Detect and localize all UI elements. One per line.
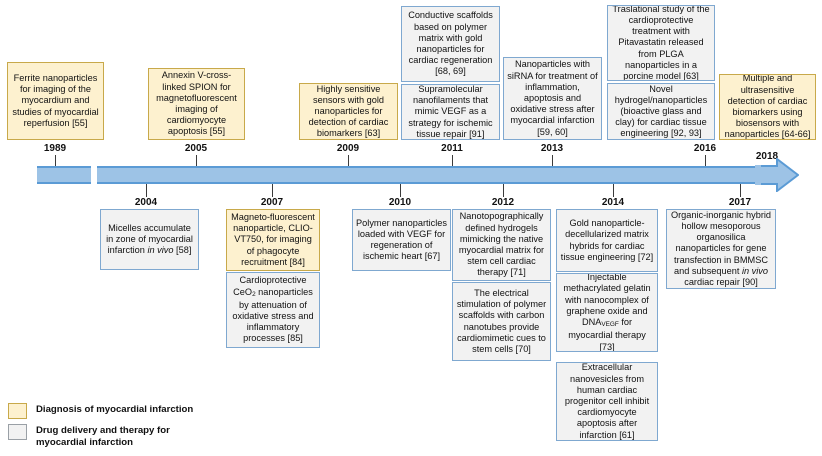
event-box-2013[interactable]: Nanoparticles with siRNA for treatment o… [503,57,602,140]
year-label-2005: 2005 [184,143,208,154]
event-box-text: Gold nanoparticle-decellularized matrix … [560,218,654,262]
legend-item-diagnosis: Diagnosis of myocardial infarction [8,403,308,419]
year-label-2012: 2012 [491,197,515,208]
event-box-2010[interactable]: Polymer nanoparticles loaded with VEGF f… [352,209,451,271]
legend: Diagnosis of myocardial infarction Drug … [8,403,308,453]
event-box-text: Supramolecular nanofilaments that mimic … [408,84,493,139]
event-box-text: Magneto-fluorescent nanoparticle, CLIO-V… [231,212,315,267]
event-box-text: Cardioprotective CeO2 nanoparticles by a… [232,275,314,344]
tick-2017 [740,184,741,197]
event-box-text: Traslational study of the cardioprotecti… [612,5,710,81]
event-box-text: Ferrite nanoparticles for imaging of the… [12,72,99,128]
event-box-text: Nanotopographically defined hydrogels mi… [458,211,545,278]
event-box-2014-c[interactable]: Extracellular nanovesicles from human ca… [556,362,658,441]
tick-2005 [196,155,197,168]
event-box-text: Nanoparticles with siRNA for treatment o… [507,59,598,137]
tick-2014 [613,184,614,197]
event-box-2005[interactable]: Annexin V-cross-linked SPION for magneto… [148,68,245,140]
event-box-2012-a[interactable]: Nanotopographically defined hydrogels mi… [452,209,551,281]
event-box-2011-b[interactable]: Supramolecular nanofilaments that mimic … [401,84,500,140]
tick-2010 [400,184,401,197]
event-box-text: Conductive scaffolds based on polymer ma… [408,10,493,77]
year-label-2017: 2017 [728,197,752,208]
event-box-text: Novel hydrogel/nanoparticles (bioactive … [614,83,708,139]
event-box-text: Highly sensitive sensors with gold nanop… [308,83,389,139]
event-box-text: Extracellular nanovesicles from human ca… [564,362,650,440]
year-label-2018: 2018 [755,151,779,162]
event-box-2012-b[interactable]: The electrical stimulation of polymer sc… [452,282,551,361]
event-box-2011-a[interactable]: Conductive scaffolds based on polymer ma… [401,6,500,82]
event-box-2004[interactable]: Micelles accumulate in zone of myocardia… [100,209,199,270]
legend-swatch-diagnosis [8,403,27,419]
event-box-2014-b[interactable]: Injectable methacrylated gelatin with na… [556,273,658,352]
event-box-text: Polymer nanoparticles loaded with VEGF f… [356,217,447,262]
event-box-2018[interactable]: Multiple and ultrasensitive detection of… [719,74,816,140]
year-label-2004: 2004 [134,197,158,208]
event-box-text: The electrical stimulation of polymer sc… [456,287,547,354]
year-label-2016: 2016 [693,143,717,154]
event-box-text: Multiple and ultrasensitive detection of… [724,74,811,140]
timeline-axis-segment-right [97,166,758,184]
year-label-2011: 2011 [441,143,463,154]
event-box-2007-a[interactable]: Magneto-fluorescent nanoparticle, CLIO-V… [226,209,320,271]
tick-1989 [55,155,56,168]
event-box-2007-b[interactable]: Cardioprotective CeO2 nanoparticles by a… [226,272,320,348]
event-box-2016-b[interactable]: Novel hydrogel/nanoparticles (bioactive … [607,83,715,140]
year-label-2010: 2010 [388,197,412,208]
event-box-text: Injectable methacrylated gelatin with na… [563,273,651,352]
tick-2004 [146,184,147,197]
year-label-2007: 2007 [260,197,284,208]
year-label-2009: 2009 [336,143,360,154]
year-label-1989: 1989 [43,143,67,154]
tick-2013 [552,155,553,168]
year-label-2013: 2013 [540,143,564,154]
event-box-text: Micelles accumulate in zone of myocardia… [106,222,193,256]
legend-swatch-drug-delivery [8,424,27,440]
event-box-2009[interactable]: Highly sensitive sensors with gold nanop… [299,83,398,140]
event-box-2016-a[interactable]: Traslational study of the cardioprotecti… [607,5,715,81]
event-box-text: Organic-inorganic hybrid hollow mesoporo… [670,209,772,288]
year-label-2014: 2014 [601,197,625,208]
event-box-2017[interactable]: Organic-inorganic hybrid hollow mesoporo… [666,209,776,289]
event-box-1989[interactable]: Ferrite nanoparticles for imaging of the… [7,62,104,140]
tick-2007 [272,184,273,197]
timeline-axis-segment-left [37,166,91,184]
timeline-arrow-head [755,158,799,192]
tick-2009 [348,155,349,168]
legend-label-diagnosis: Diagnosis of myocardial infarction [36,404,194,415]
tick-2011 [452,155,453,168]
tick-2016 [705,155,706,168]
event-box-text: Annexin V-cross-linked SPION for magneto… [156,70,237,137]
event-box-2014-a[interactable]: Gold nanoparticle-decellularized matrix … [556,209,658,272]
tick-2012 [503,184,504,197]
